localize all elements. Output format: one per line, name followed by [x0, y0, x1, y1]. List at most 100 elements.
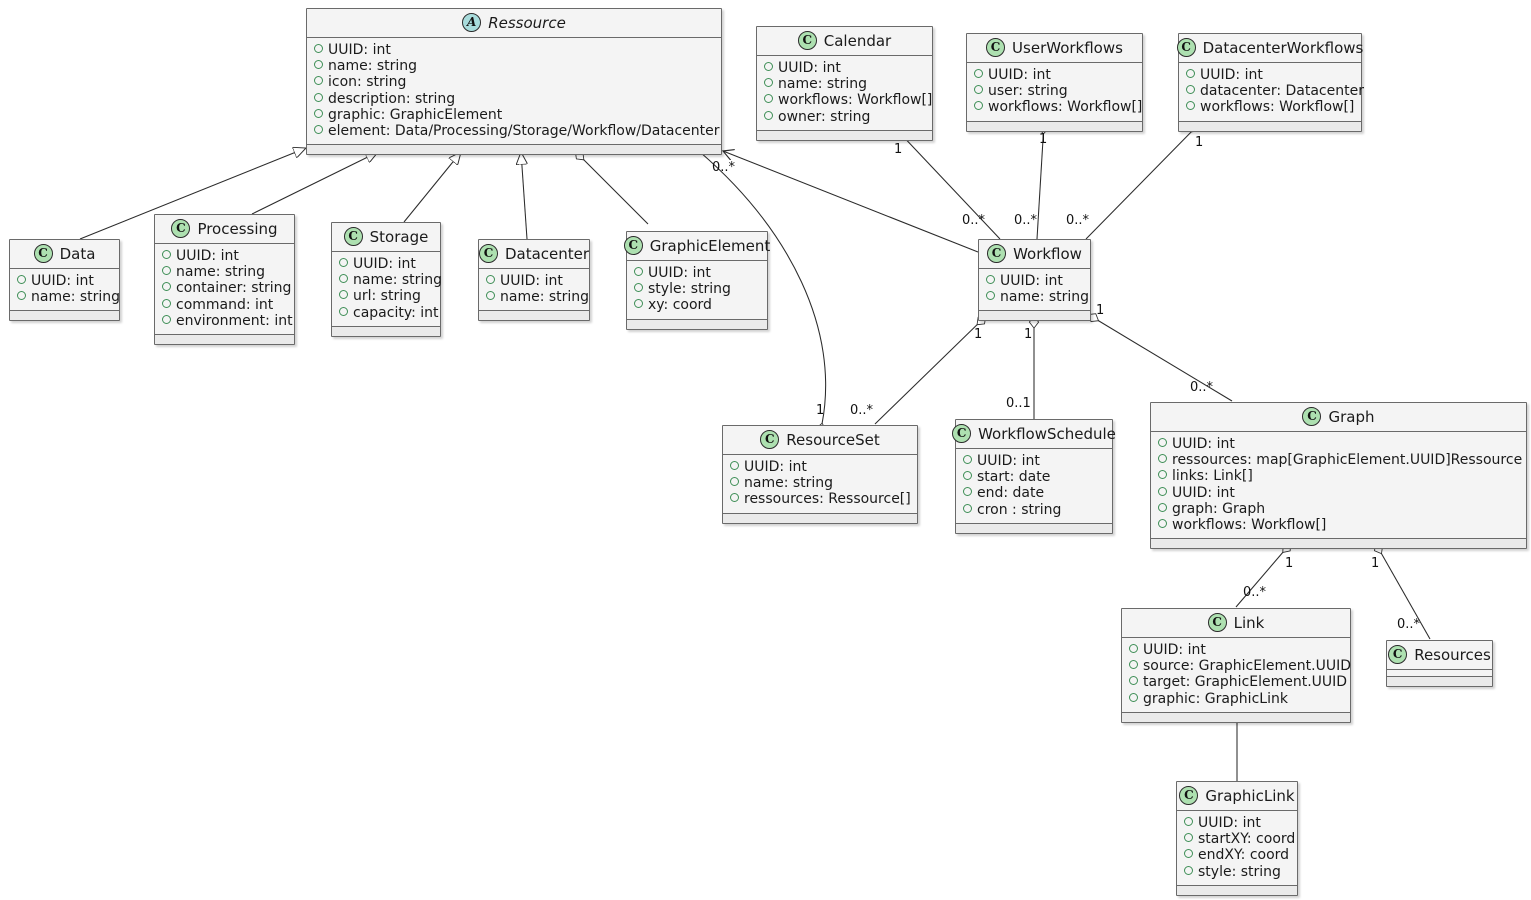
attribute-row: workflows: Workflow[] [1186, 99, 1355, 116]
attribute-row: links: Link[] [1158, 468, 1518, 484]
multiplicity-label: 1 [1371, 556, 1380, 571]
class-icon: C [1302, 407, 1322, 426]
attribute-label: graphic: GraphicElement [328, 106, 503, 123]
class-operations-graphicelement [627, 319, 767, 329]
attribute-label: graphic: GraphicLink [1143, 690, 1288, 707]
attribute-label: graph: Graph [1172, 500, 1266, 517]
attribute-row: UUID: int [1184, 815, 1289, 831]
public-visibility-icon [974, 101, 983, 111]
multiplicity-label: 1 [816, 403, 825, 418]
attribute-row: end: date [963, 485, 1104, 501]
class-operations-graph [1151, 539, 1526, 549]
attribute-label: style: string [648, 281, 731, 298]
attribute-label: workflows: Workflow[] [778, 92, 933, 109]
attribute-row: description: string [314, 91, 713, 107]
attribute-row: UUID: int [1186, 67, 1353, 83]
class-name-datacenterworkflows: DatacenterWorkflows [1202, 38, 1364, 57]
attribute-row: owner: string [764, 109, 924, 125]
attribute-row: UUID: int [963, 453, 1104, 469]
attribute-label: end: date [977, 485, 1045, 502]
attribute-label: element: Data/Processing/Storage/Workflo… [328, 123, 720, 140]
edge-storage-ressource [403, 152, 461, 223]
public-visibility-icon [339, 274, 348, 284]
attribute-label: UUID: int [1172, 436, 1235, 452]
class-icon: C [1179, 786, 1199, 805]
attribute-row: name: string [339, 272, 442, 288]
attribute-row: datacenter: Datacenter [1186, 83, 1364, 99]
attribute-row: element: Data/Processing/Storage/Workflo… [314, 123, 719, 139]
attribute-label: cron : string [977, 501, 1062, 518]
class-operations-workflowschedule [956, 523, 1112, 533]
multiplicity-label: 0..* [1190, 380, 1214, 395]
attribute-row: xy: coord [634, 297, 759, 313]
class-attributes-resources [1387, 670, 1492, 677]
public-visibility-icon [1184, 833, 1193, 843]
attribute-label: workflows: Workflow[] [1200, 99, 1355, 116]
public-visibility-icon [634, 267, 643, 276]
class-name-resources: Resources [1414, 645, 1491, 664]
public-visibility-icon [486, 291, 495, 301]
class-name-ressource: Ressource [488, 13, 566, 32]
public-visibility-icon [162, 314, 171, 324]
public-visibility-icon [1186, 85, 1195, 95]
class-operations-processing [155, 335, 294, 345]
class-operations-workflow [979, 311, 1090, 321]
attribute-label: UUID: int [176, 248, 239, 264]
class-name-datacenter: Datacenter [504, 244, 590, 263]
attribute-label: UUID: int [1143, 642, 1206, 658]
public-visibility-icon [1129, 660, 1138, 670]
attribute-label: startXY: coord [1198, 831, 1296, 848]
public-visibility-icon [17, 275, 26, 284]
public-visibility-icon [963, 471, 972, 481]
public-visibility-icon [764, 94, 773, 104]
class-name-data: Data [59, 244, 96, 263]
multiplicity-label: 1 [974, 327, 983, 342]
class-icon: C [1388, 645, 1408, 664]
attribute-row: ressources: Ressource[] [730, 491, 911, 507]
class-box-resources[interactable]: C Resources [1386, 640, 1493, 687]
public-visibility-icon [162, 266, 171, 276]
public-visibility-icon [314, 108, 323, 118]
class-icon: C [623, 236, 643, 255]
attribute-label: command: int [176, 296, 274, 313]
public-visibility-icon [314, 44, 323, 53]
class-icon: C [171, 219, 191, 238]
edge-datacenter-ressource [521, 152, 527, 240]
public-visibility-icon [974, 85, 983, 95]
public-visibility-icon [1158, 470, 1167, 480]
attribute-label: name: string [176, 264, 266, 281]
multiplicity-label: 0..1 [1006, 396, 1031, 411]
attribute-row: name: string [162, 264, 286, 280]
public-visibility-icon [314, 60, 323, 70]
